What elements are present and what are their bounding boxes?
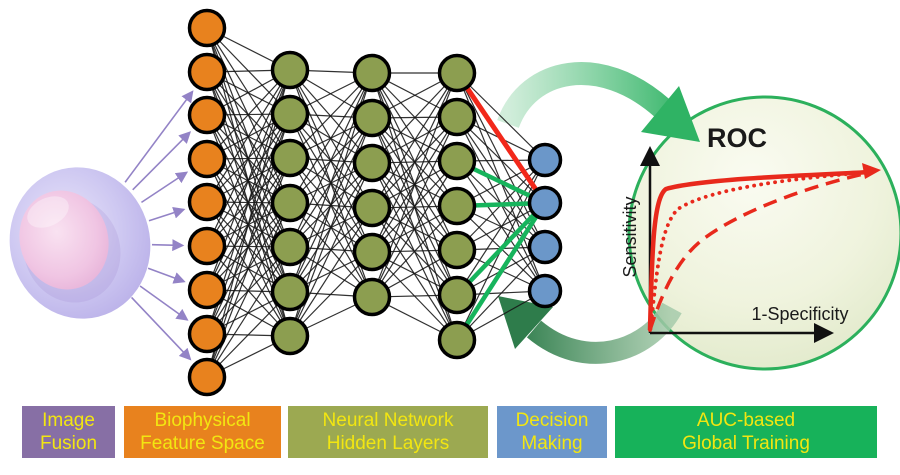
hidden-2-node bbox=[352, 277, 392, 317]
legend-label: Feature Space bbox=[140, 433, 265, 454]
roc-circle bbox=[627, 95, 900, 371]
input-node bbox=[187, 357, 227, 397]
hidden-2-node bbox=[352, 232, 392, 272]
feedback-arrow bbox=[498, 296, 682, 364]
legend-label: AUC-based bbox=[696, 410, 796, 431]
hidden-3-node bbox=[437, 141, 477, 181]
hidden-1-node bbox=[270, 138, 310, 178]
cell-to-input-arrow bbox=[148, 206, 186, 222]
layer-hidden-1 bbox=[270, 50, 310, 356]
output-node bbox=[527, 229, 563, 265]
input-node bbox=[187, 95, 227, 135]
legend-label: Image bbox=[42, 410, 95, 431]
feedforward-arrowhead-icon bbox=[641, 86, 700, 142]
output-node bbox=[527, 273, 563, 309]
input-node bbox=[187, 52, 227, 92]
feedforward-arrow-shaft bbox=[497, 62, 670, 129]
hidden-3-node bbox=[437, 230, 477, 270]
cell-to-input-arrow bbox=[132, 131, 192, 191]
hidden-2-node bbox=[352, 188, 392, 228]
layer-output bbox=[527, 142, 563, 309]
legend-label: Making bbox=[521, 433, 583, 454]
legend-label: Global Training bbox=[682, 433, 810, 454]
layer-hidden-3 bbox=[437, 53, 477, 360]
output-node bbox=[527, 142, 563, 178]
roc-title: ROC bbox=[707, 123, 767, 153]
cell-to-input-arrow bbox=[147, 267, 186, 284]
input-node bbox=[187, 8, 227, 48]
hidden-1-node bbox=[270, 183, 310, 223]
layer-hidden-2 bbox=[352, 53, 392, 317]
roc-curve-tip-icon bbox=[862, 163, 881, 179]
roc-y-axis-label: Sensitivity bbox=[620, 196, 640, 277]
hidden-2-node bbox=[352, 98, 392, 138]
roc-x-axis-label: 1-Specificity bbox=[751, 304, 848, 324]
hidden-3-node bbox=[437, 97, 477, 137]
cell-to-input-arrow bbox=[151, 239, 185, 252]
neural-network bbox=[187, 8, 563, 397]
legend-label: Decision bbox=[515, 410, 589, 431]
cell-image bbox=[9, 167, 151, 319]
cell-nucleus bbox=[19, 190, 109, 290]
hidden-3-node bbox=[437, 275, 477, 315]
cell-to-input-arrow bbox=[139, 285, 189, 321]
hidden-3-node bbox=[437, 186, 477, 226]
legend-label: Fusion bbox=[39, 433, 98, 454]
feedback-arrow-shaft bbox=[526, 302, 682, 364]
input-node bbox=[187, 139, 227, 179]
roc-curve-solid bbox=[647, 169, 873, 331]
roc-curve-dashed bbox=[648, 171, 869, 331]
hidden-1-node bbox=[270, 50, 310, 90]
hidden-1-node bbox=[270, 94, 310, 134]
cell-to-input-arrow bbox=[141, 171, 189, 204]
legend-label: Biophysical bbox=[154, 410, 251, 431]
hidden-3-node bbox=[437, 53, 477, 93]
roc-panel bbox=[627, 95, 900, 371]
cell-highlight bbox=[27, 196, 69, 228]
cell-to-input-arrow bbox=[130, 296, 192, 361]
input-arrows bbox=[124, 90, 194, 361]
cell-to-input-arrow bbox=[124, 90, 194, 183]
hidden-3-node bbox=[437, 320, 477, 360]
hidden-1-node bbox=[270, 272, 310, 312]
legend-label: Hidden Layers bbox=[326, 433, 450, 454]
legend-label: Neural Network bbox=[322, 410, 454, 431]
roc-plot: ROC Sensitivity 1-Specificity bbox=[620, 123, 881, 343]
roc-curve-dotted bbox=[648, 170, 872, 332]
input-node bbox=[187, 182, 227, 222]
hidden-1-node bbox=[270, 316, 310, 356]
feedforward-arrow bbox=[497, 62, 700, 142]
input-node bbox=[187, 314, 227, 354]
hidden-2-node bbox=[352, 53, 392, 93]
output-node bbox=[527, 185, 563, 221]
layer-input bbox=[187, 8, 227, 397]
hidden-1-node bbox=[270, 227, 310, 267]
input-node bbox=[187, 270, 227, 310]
hidden-2-node bbox=[352, 143, 392, 183]
input-node bbox=[187, 226, 227, 266]
